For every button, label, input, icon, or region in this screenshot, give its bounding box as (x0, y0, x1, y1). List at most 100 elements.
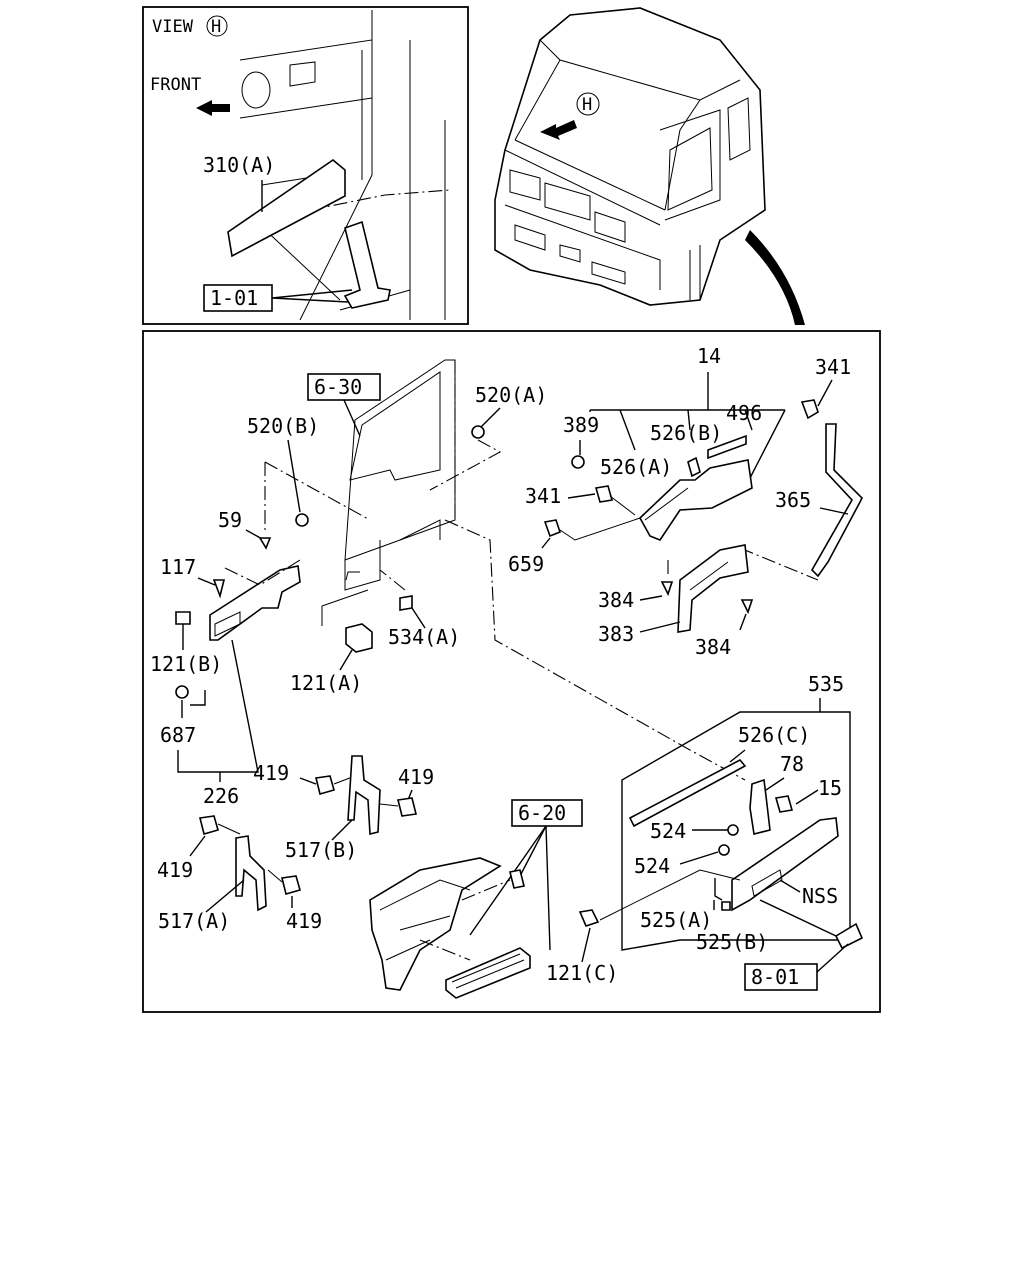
callout-arrow-icon (745, 230, 805, 325)
clip-384-right-part (740, 599, 754, 615)
label-419-upper-left: 419 (253, 761, 289, 785)
bolt-419-d-part (281, 875, 301, 895)
scuff-plate-part (731, 817, 839, 912)
nut-687-part (175, 685, 189, 699)
nut-524-upper-part (727, 824, 739, 836)
ref-box-6-30 (307, 373, 381, 401)
step-383-part (677, 544, 749, 633)
label-121a: 121(A) (290, 671, 362, 695)
ref-6-30: 6-30 (314, 375, 362, 399)
label-526c: 526(C) (738, 723, 810, 747)
clip-384-left-part (660, 581, 674, 597)
label-365: 365 (775, 488, 811, 512)
cab-view-marker: H (582, 95, 592, 115)
ref-1-01: 1-01 (210, 286, 258, 310)
label-524-lower: 524 (634, 854, 670, 878)
pedal-housing-part (369, 857, 502, 991)
nut-534a-part (399, 595, 413, 611)
bracket-78-part (749, 778, 771, 835)
label-341-lower: 341 (525, 484, 561, 508)
door-frame-assembly (344, 359, 456, 591)
bracket-226-part (209, 565, 301, 641)
accelerator-pedal-part (343, 220, 391, 309)
main-panel-frame (142, 330, 881, 1013)
clip-525b-part (721, 901, 731, 911)
pedal-pad-part (445, 947, 531, 999)
nut-524-lower-part (718, 844, 730, 856)
ref-box-8-01 (744, 963, 818, 991)
screw-389-part (571, 455, 585, 469)
label-389: 389 (563, 413, 599, 437)
label-nss: NSS (802, 884, 838, 908)
label-520b: 520(B) (247, 414, 319, 438)
screw-117-part (212, 579, 226, 599)
label-59: 59 (218, 508, 242, 532)
label-78: 78 (780, 752, 804, 776)
front-label: FRONT (150, 75, 201, 95)
clip-526b-part (687, 456, 701, 478)
bolt-419-a-part (315, 775, 335, 795)
truck-cab-drawing: H (494, 7, 805, 325)
label-496: 496 (726, 401, 762, 425)
label-419-right: 419 (286, 909, 322, 933)
label-525a: 525(A) (640, 908, 712, 932)
view-label: VIEW (152, 17, 194, 37)
label-534a: 534(A) (388, 625, 460, 649)
label-419-left: 419 (157, 858, 193, 882)
label-117: 117 (160, 555, 196, 579)
ref-box-1-01 (203, 284, 273, 312)
view-marker: H (211, 17, 221, 37)
label-384-left: 384 (598, 588, 634, 612)
clip-121c-part (578, 909, 600, 927)
label-659: 659 (508, 552, 544, 576)
label-310a: 310(A) (203, 153, 275, 177)
cab-floor-drawing (239, 10, 451, 321)
label-517b: 517(B) (285, 838, 357, 862)
bolt-121b-part (175, 611, 191, 625)
bolt-6-20-part (509, 869, 525, 889)
view-direction-arrow-icon (540, 120, 577, 140)
bracket-517b-part (347, 755, 381, 836)
label-14: 14 (697, 344, 721, 368)
rod-365-part (811, 423, 863, 578)
clip-659-part (543, 519, 561, 538)
label-15: 15 (818, 776, 842, 800)
grommet-121a-part (345, 623, 373, 653)
label-341-upper: 341 (815, 355, 851, 379)
bolt-341-upper-part (800, 399, 819, 420)
label-384-right: 384 (695, 635, 731, 659)
bolt-419-c-part (199, 815, 219, 835)
bracket-517a-part (235, 835, 267, 912)
label-226: 226 (203, 784, 239, 808)
label-526b: 526(B) (650, 421, 722, 445)
label-520a: 520(A) (475, 383, 547, 407)
ref-6-20: 6-20 (518, 801, 566, 825)
label-310a-part (227, 158, 346, 258)
front-arrow-icon (196, 100, 230, 116)
inset-frame (142, 6, 469, 325)
label-121b: 121(B) (150, 652, 222, 676)
bolt-15-part (774, 795, 794, 813)
label-687: 687 (160, 723, 196, 747)
ref-box-6-20 (511, 799, 583, 827)
view-h-inset: VIEW H FRONT 310(A) 1-01 (142, 6, 469, 325)
pad-496-part (707, 434, 747, 460)
nut-520b-part (295, 513, 309, 527)
bolt-419-b-part (397, 797, 417, 817)
ref-8-01: 8-01 (751, 965, 799, 989)
step-panel-14-part (638, 459, 753, 541)
label-526a: 526(A) (600, 455, 672, 479)
label-524-upper: 524 (650, 819, 686, 843)
connector-nss-part (834, 922, 864, 950)
label-535: 535 (808, 672, 844, 696)
label-525b: 525(B) (696, 930, 768, 954)
clip-59-part (258, 537, 272, 550)
label-383: 383 (598, 622, 634, 646)
view-marker-circle (206, 15, 228, 37)
label-121c: 121(C) (546, 961, 618, 985)
nut-520a-part (471, 425, 485, 439)
bolt-341-lower-part (594, 485, 614, 503)
label-419-upper-right: 419 (398, 765, 434, 789)
label-517a: 517(A) (158, 909, 230, 933)
